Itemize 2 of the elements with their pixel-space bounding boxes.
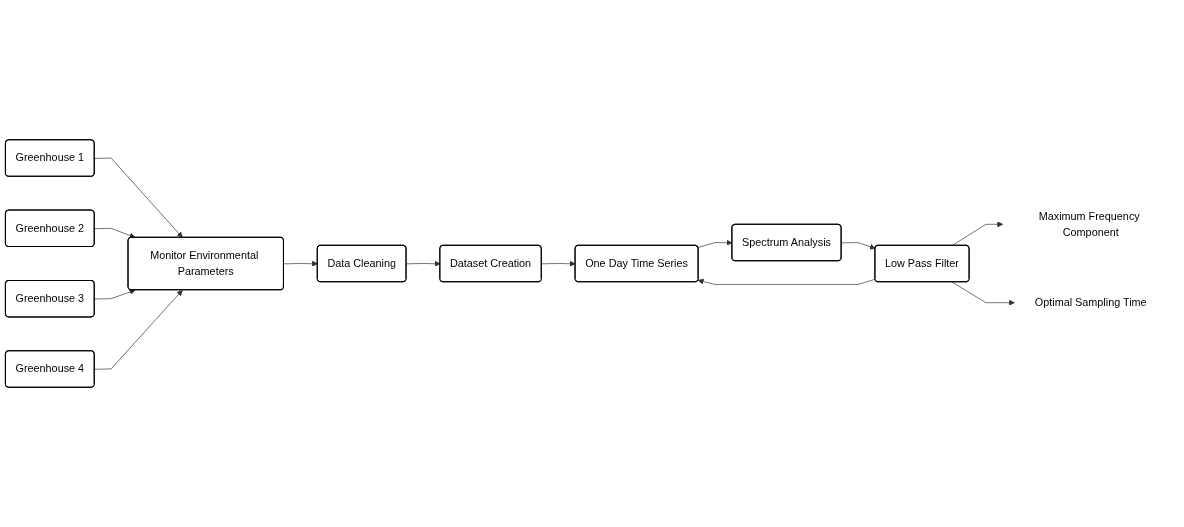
node-text: Optimal Sampling Time (1034, 296, 1147, 309)
node-text: Maximum Frequency Component (1038, 210, 1140, 238)
